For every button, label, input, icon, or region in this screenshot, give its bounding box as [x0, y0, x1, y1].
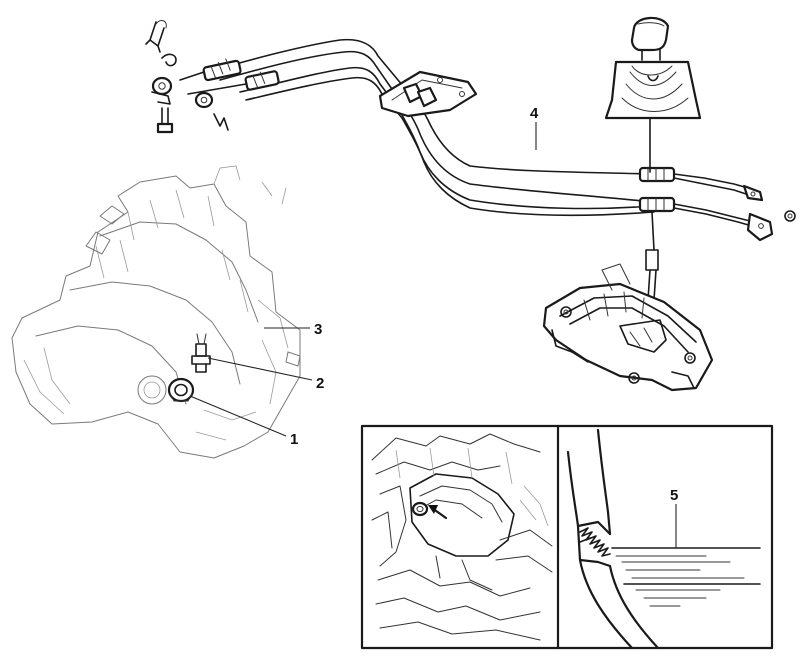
callout-2: 2: [207, 357, 324, 392]
bolt-left: [156, 107, 174, 134]
retaining-clip-upper: [161, 53, 177, 67]
svg-text:3: 3: [314, 321, 322, 338]
cable-ends-left: [151, 58, 280, 109]
inset-frame: [360, 424, 774, 650]
shifter-mechanism: [542, 263, 714, 392]
svg-text:1: 1: [290, 431, 298, 448]
retaining-clip-top: [145, 20, 167, 53]
inset-right-panel: [566, 428, 761, 650]
transmission-housing: [11, 165, 301, 459]
cable-ends-right: [638, 166, 796, 242]
inset-pointer-arrow-head: [428, 505, 438, 514]
shift-cables: [213, 38, 655, 217]
svg-text:4: 4: [530, 105, 539, 122]
retaining-clip-lower: [213, 113, 229, 131]
plug-part: [167, 377, 195, 403]
switch-part: [191, 333, 211, 373]
cable-bracket: [378, 70, 478, 118]
callout-5: 5: [670, 487, 678, 548]
gear-lever-knob: [630, 16, 670, 61]
svg-text:2: 2: [316, 375, 324, 392]
svg-text:5: 5: [670, 487, 678, 504]
callout-4: 4: [530, 105, 539, 150]
callout-1: 1: [189, 395, 298, 448]
callout-3: 3: [264, 321, 322, 338]
inset-left-panel: [371, 433, 553, 641]
gear-lever-boot: [604, 60, 702, 120]
